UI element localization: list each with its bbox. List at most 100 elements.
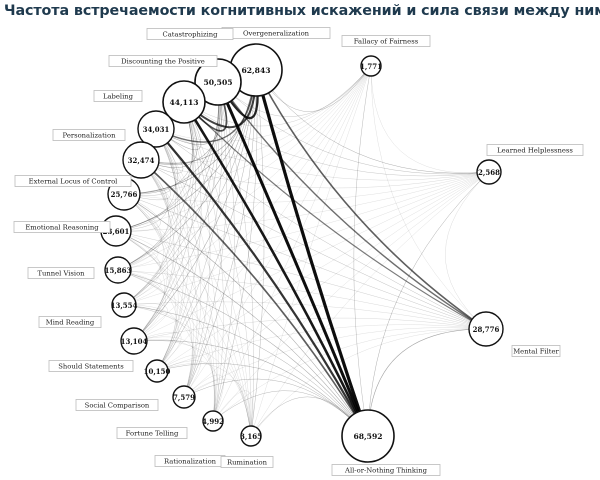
label-social: Social Comparison <box>75 399 159 411</box>
node-rumin: 4,992 <box>202 410 224 432</box>
edge <box>115 65 372 232</box>
node-circle <box>137 110 175 148</box>
edge <box>115 230 215 422</box>
node-value: 62,843 <box>241 66 270 75</box>
label-fortune: Fortune Telling <box>116 427 188 439</box>
edge <box>117 269 252 437</box>
edge <box>155 128 487 330</box>
edge <box>117 128 177 271</box>
node-ration: 7,579 <box>172 385 196 409</box>
edge <box>123 101 194 306</box>
label-text: Labeling <box>103 93 134 101</box>
node-helpless: 2,568 <box>476 159 502 185</box>
label-text: Tunnel Vision <box>37 270 85 278</box>
node-circle <box>172 385 196 409</box>
node-value: 13,104 <box>121 337 148 346</box>
edge <box>123 65 372 195</box>
label-text: Learned Helplessness <box>497 147 573 155</box>
node-circle <box>360 55 382 77</box>
node-circle <box>341 409 395 463</box>
edge <box>183 65 372 127</box>
edge <box>250 328 487 437</box>
edge <box>133 101 196 342</box>
edge <box>370 65 487 330</box>
edge <box>183 65 372 398</box>
node-value: 50,505 <box>203 78 232 87</box>
edge <box>183 101 211 398</box>
label-box <box>220 456 274 468</box>
edge <box>133 69 257 342</box>
edge <box>156 363 369 437</box>
label-filter: Mental Filter <box>511 345 561 357</box>
edge <box>117 269 369 437</box>
edge <box>183 69 257 398</box>
edge <box>183 374 224 422</box>
edge <box>140 65 372 164</box>
label-box <box>13 221 111 233</box>
label-text: Fallacy of Fairness <box>354 38 419 46</box>
node-value: 1,771 <box>360 62 382 71</box>
edge <box>123 193 194 398</box>
edge <box>183 101 487 330</box>
edge <box>123 65 372 306</box>
node-value: 25,766 <box>111 190 138 199</box>
label-box <box>93 90 143 102</box>
edge <box>123 81 220 306</box>
node-layer: 62,84350,50544,11334,03132,47425,76623,6… <box>100 43 504 463</box>
label-box <box>146 28 234 40</box>
edge <box>183 101 224 422</box>
edge <box>123 193 369 437</box>
label-text: External Locus of Control <box>29 178 118 186</box>
edge <box>117 269 487 330</box>
node-value: 15,863 <box>105 266 132 275</box>
edge <box>155 65 372 142</box>
edge <box>155 128 252 437</box>
edge <box>123 171 490 203</box>
edge <box>133 81 220 342</box>
label-text: Discounting the Positive <box>121 58 205 66</box>
edge <box>123 193 168 342</box>
node-circle <box>468 311 504 347</box>
node-value: 10,150 <box>144 367 171 376</box>
node-value: 32,474 <box>128 156 155 165</box>
edge <box>250 65 372 437</box>
node-value: 4,992 <box>202 417 224 426</box>
node-extra: 3,165 <box>240 425 262 447</box>
label-text: Mind Reading <box>46 319 95 327</box>
label-text: Overgeneralization <box>243 30 310 38</box>
edge <box>183 378 369 437</box>
label-box <box>341 35 431 47</box>
label-box <box>108 55 218 67</box>
node-allnothing: 68,592 <box>341 409 395 463</box>
edge <box>156 101 202 372</box>
edge <box>155 128 201 398</box>
edge <box>115 101 193 232</box>
edge <box>140 159 198 398</box>
edge <box>133 317 487 342</box>
edge <box>123 69 257 306</box>
edge <box>250 171 490 437</box>
node-fortune: 10,150 <box>144 359 171 383</box>
node-value: 7,579 <box>173 393 195 402</box>
node-external: 32,474 <box>122 141 160 179</box>
edge <box>255 69 487 330</box>
edge <box>140 159 217 422</box>
edge <box>217 81 487 330</box>
node-circle <box>202 410 224 432</box>
edge <box>183 101 490 177</box>
edge <box>140 159 369 437</box>
edge <box>133 159 175 342</box>
edge <box>367 171 490 437</box>
edge <box>115 69 257 232</box>
edge <box>123 193 252 437</box>
edge <box>117 101 193 271</box>
label-text: Should Statements <box>58 363 124 371</box>
node-circle <box>111 292 137 318</box>
edge <box>123 171 490 306</box>
label-allnothing: All-or-Nothing Thinking <box>331 464 441 476</box>
edge <box>156 355 202 398</box>
edge <box>183 101 252 437</box>
edge <box>370 65 490 174</box>
node-value: 28,776 <box>473 325 500 334</box>
